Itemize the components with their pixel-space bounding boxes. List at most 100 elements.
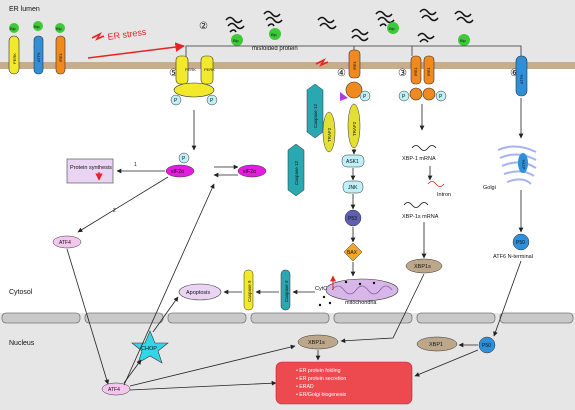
step-2: ② (199, 21, 208, 32)
misfolded-protein-label: misfolded protein (252, 46, 298, 52)
outcome-item: • ER protein secretion (296, 376, 346, 382)
svg-text:XBP1: XBP1 (429, 342, 443, 348)
svg-text:IRE1: IRE1 (413, 66, 418, 76)
p53-node: P53 (344, 209, 362, 227)
svg-text:P53: P53 (348, 216, 357, 222)
svg-text:Bip: Bip (10, 26, 17, 31)
atf6-nterminal-label: ATF6 N-terminal (493, 254, 533, 260)
svg-text:ATF6: ATF6 (519, 74, 524, 84)
cytc-release: CytC (315, 275, 336, 307)
svg-text:ATF6: ATF6 (521, 159, 526, 169)
step-4: ④ (337, 68, 346, 79)
inactive-receptors: PERK ATF6 IRE1 (8, 35, 66, 75)
eif2a: eIF2α (237, 164, 267, 178)
traf2-left: TRAF2 (322, 111, 336, 153)
svg-text:mitochondria: mitochondria (345, 300, 377, 306)
outcome-item: • ERAD (296, 384, 314, 390)
p50-nucleus: P50 (478, 336, 496, 354)
svg-text:ATF4: ATF4 (59, 240, 71, 246)
edge-label-2: 2 (113, 208, 116, 214)
eif2a-phospho: eIF2α P (165, 152, 195, 178)
svg-text:Bip: Bip (389, 26, 396, 31)
ire1-step4: IRE1 P (315, 49, 371, 102)
caspase-9: Caspase 9 (243, 269, 254, 311)
svg-text:eIF2α: eIF2α (243, 169, 256, 175)
caspase-3: Caspase 3 (280, 269, 291, 311)
svg-text:Protein synthesis: Protein synthesis (70, 165, 112, 171)
svg-text:Caspase 12: Caspase 12 (313, 103, 318, 128)
svg-text:ATF6: ATF6 (36, 52, 41, 62)
svg-text:Caspase 9: Caspase 9 (247, 280, 252, 302)
xbp1s-mrna-label: XBP-1s mRNA (402, 214, 439, 220)
xbp1-nucleus: XBP1 (416, 336, 458, 352)
traf2-right: TRAF2 (347, 103, 361, 149)
apoptosis-node: Apoptosis (178, 283, 222, 301)
svg-text:PERK: PERK (204, 67, 215, 72)
svg-text:Caspase 12: Caspase 12 (294, 160, 299, 185)
golgi-label: Golgi (483, 185, 496, 191)
svg-text:Bip: Bip (271, 32, 278, 37)
er-lumen-label: ER lumen (9, 6, 40, 13)
jnk-node: JNK (342, 180, 364, 194)
svg-text:Bip: Bip (56, 26, 63, 31)
outcome-item: • ER/Golgi biogenesis (296, 392, 347, 398)
svg-text:BAX: BAX (347, 250, 358, 256)
svg-text:Apoptosis: Apoptosis (186, 290, 210, 296)
svg-text:eIF2α: eIF2α (171, 169, 184, 175)
svg-text:P: P (439, 94, 443, 100)
cytosol-label: Cytosol (9, 289, 33, 296)
svg-text:CHOP: CHOP (141, 346, 157, 352)
outcomes-box: • ER protein folding • ER protein secreti… (275, 361, 413, 405)
svg-text:IRE1: IRE1 (352, 60, 357, 70)
mitochondria: mitochondria (325, 278, 399, 306)
svg-text:P: P (402, 94, 406, 100)
xbp1-mrna-strand (411, 145, 437, 151)
bax-node: BAX (343, 242, 363, 262)
svg-text:IRE1: IRE1 (58, 52, 63, 62)
perk-dimer: PERK PERK P P (170, 55, 218, 106)
svg-text:XBP1s: XBP1s (308, 340, 325, 346)
chop-star: CHOP (131, 330, 169, 364)
caspase-12-membrane: Caspase 12 (306, 83, 324, 139)
svg-text:XBP1s: XBP1s (414, 264, 431, 270)
atf6-receptor: ATF6 (515, 55, 528, 97)
xbp1-mrna-label: XBP-1 mRNA (402, 156, 436, 162)
svg-text:ATF4: ATF4 (108, 387, 120, 393)
svg-text:Caspase 3: Caspase 3 (284, 280, 289, 302)
svg-text:ASK1: ASK1 (346, 159, 359, 165)
outcome-item: • ER protein folding (296, 368, 341, 374)
bracket-line (185, 45, 522, 60)
svg-text:JNK: JNK (348, 185, 358, 191)
atf4-nucleus: ATF4 (101, 382, 131, 396)
nucleus-label: Nucleus (9, 340, 35, 347)
svg-text:P50: P50 (482, 343, 491, 349)
svg-text:TRAF2: TRAF2 (352, 121, 357, 136)
svg-text:PERK: PERK (185, 67, 196, 72)
protein-synthesis-box: Protein synthesis (66, 158, 114, 184)
svg-text:P: P (210, 98, 214, 104)
svg-text:P: P (363, 94, 367, 100)
misfolded-proteins (225, 8, 474, 43)
caspase-12-cytosol: Caspase 12 (287, 143, 305, 197)
atf6-golgi: ATF6 (518, 153, 528, 173)
edge-label-1: 1 (134, 162, 137, 168)
svg-text:P: P (182, 156, 186, 162)
xbp1s-cytosol: XBP1s (405, 258, 443, 274)
xbp1s-nucleus: XBP1s (297, 334, 339, 350)
svg-text:IRE1: IRE1 (426, 66, 431, 76)
svg-text:PERK: PERK (12, 53, 17, 64)
svg-text:P: P (174, 98, 178, 104)
ire1-dimer: IRE1 IRE1 P P (398, 55, 447, 102)
svg-text:Bip: Bip (460, 38, 467, 43)
svg-text:Bip: Bip (233, 38, 240, 43)
svg-text:Bip: Bip (34, 24, 41, 29)
atf4-cytosol: ATF4 (52, 235, 82, 249)
er-membrane (0, 62, 575, 69)
intron-label: Intron (437, 192, 451, 198)
p50-cytosol: P50 (512, 233, 530, 251)
svg-text:CytC: CytC (315, 286, 327, 292)
svg-text:P50: P50 (516, 240, 525, 246)
svg-text:TRAF2: TRAF2 (327, 127, 332, 142)
